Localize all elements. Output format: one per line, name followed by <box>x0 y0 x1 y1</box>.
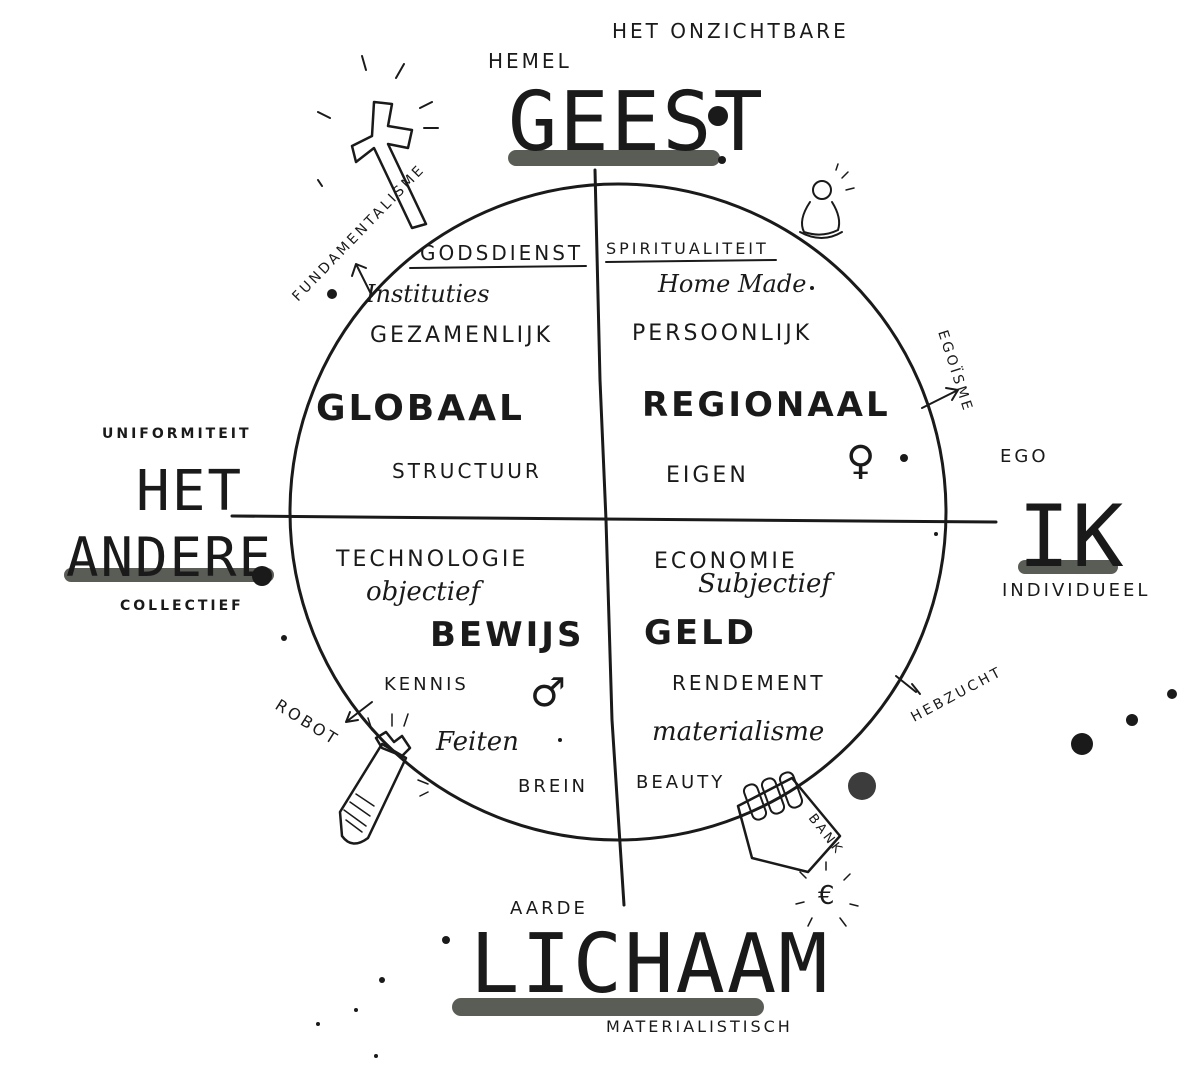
gezamenlijk-text: GEZAMENLIJK <box>370 323 553 348</box>
ink-blot <box>1167 689 1177 699</box>
ink-blot <box>718 156 726 164</box>
individueel-label: INDIVIDUEEL <box>1002 580 1150 601</box>
bewijs-keyword: BEWIJS <box>430 615 584 655</box>
aarde-label: AARDE <box>510 898 588 919</box>
bank-icon: BANK <box>736 771 846 874</box>
het-title: HET <box>136 459 243 524</box>
cross-icon <box>317 55 439 230</box>
lichaam-title: LICHAAM <box>470 917 830 1012</box>
arrow-icon <box>895 675 921 695</box>
ink-dot <box>327 289 337 299</box>
feiten-text: Feiten <box>435 727 519 757</box>
spiritualiteit-underline <box>605 259 777 263</box>
ink-dot <box>442 936 450 944</box>
ego-label: EGO <box>1000 446 1049 467</box>
ink-blot <box>1126 714 1138 726</box>
venus-symbol-icon: ♀ <box>846 438 875 484</box>
beauty-text: BEAUTY <box>636 772 725 793</box>
structuur-text: STRUCTUUR <box>392 459 542 483</box>
godsdienst-underline <box>409 265 587 269</box>
rendement-text: RENDEMENT <box>672 671 826 695</box>
het-onzichtbare-label: HET ONZICHTBARE <box>612 19 849 43</box>
hebzucht-extreme: HEBZUCHT <box>895 664 1006 726</box>
globaal-keyword: GLOBAAL <box>316 388 525 429</box>
ink-dot <box>568 630 572 634</box>
ink-dot <box>316 1022 320 1026</box>
euro-symbol: € <box>818 881 835 911</box>
andere-title: ANDERE <box>66 526 273 589</box>
meditating-figure-icon <box>799 163 855 239</box>
ink-dot <box>374 1054 378 1058</box>
ink-blot <box>708 106 728 126</box>
robot-label: ROBOT <box>272 695 343 749</box>
regionaal-keyword: REGIONAAL <box>642 385 891 425</box>
arrow-icon <box>351 263 373 297</box>
hebzucht-label: HEBZUCHT <box>908 664 1005 726</box>
horizontal-axis <box>230 514 998 524</box>
persoonlijk-text: PERSOONLIJK <box>632 321 812 346</box>
spiritualiteit-heading: SPIRITUALITEIT <box>606 239 769 258</box>
materialisme-text: materialisme <box>652 717 824 747</box>
ink-dot <box>558 738 562 742</box>
objectief-text: objectief <box>366 577 484 607</box>
mars-symbol-icon: ♂ <box>530 670 566 716</box>
ink-blot <box>848 772 876 800</box>
brein-text: BREIN <box>518 776 588 797</box>
instituties-text: Instituties <box>365 280 490 308</box>
ink-dot <box>354 1008 358 1012</box>
ik-title: IK <box>1018 487 1126 587</box>
godsdienst-heading: GODSDIENST <box>420 241 583 265</box>
eigen-text: EIGEN <box>666 463 749 488</box>
home-made-text: Home Made <box>657 270 806 298</box>
arrow-icon <box>921 387 959 409</box>
ink-blot <box>252 566 272 586</box>
robot-extreme: ROBOT <box>272 695 373 749</box>
main-circle <box>288 182 948 842</box>
hemel-label: HEMEL <box>488 49 572 73</box>
subjectief-text: Subjectief <box>698 569 835 599</box>
robot-arm-icon <box>338 713 429 845</box>
vertical-axis <box>593 168 626 907</box>
kennis-text: KENNIS <box>384 674 469 695</box>
geest-title: GEEST <box>508 75 765 170</box>
ink-dot <box>934 532 938 536</box>
geld-keyword: GELD <box>644 613 757 653</box>
technologie-heading: TECHNOLOGIE <box>335 547 528 572</box>
ink-dot <box>281 635 287 641</box>
ink-dot <box>810 286 814 290</box>
uniformiteit-label: UNIFORMITEIT <box>102 426 252 442</box>
materialistisch-label: MATERIALISTISCH <box>606 1017 793 1036</box>
ink-dot <box>379 977 385 983</box>
euro-icon: € <box>795 861 859 927</box>
andere-smudge <box>64 568 274 582</box>
collectief-label: COLLECTIEF <box>120 598 244 614</box>
geest-smudge <box>508 150 720 166</box>
egoisme-extreme: EGOÏSME <box>921 328 978 415</box>
economie-heading: ECONOMIE <box>654 549 798 574</box>
ink-blot <box>1071 733 1093 755</box>
ink-dot <box>900 454 908 462</box>
arrow-icon <box>345 701 373 723</box>
lichaam-smudge <box>452 998 764 1016</box>
egoisme-label: EGOÏSME <box>934 328 978 415</box>
ik-smudge <box>1018 560 1118 574</box>
